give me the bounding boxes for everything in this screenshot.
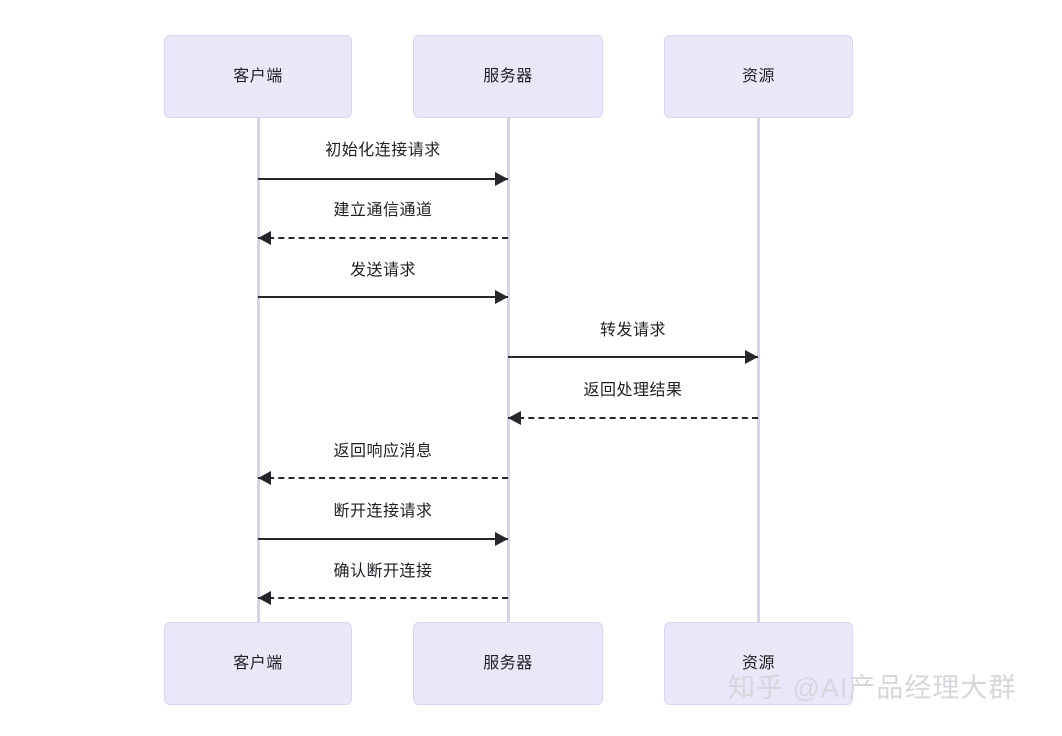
message-line-2	[258, 237, 508, 239]
message-label-3: 发送请求	[349, 262, 417, 279]
participant-label-server-bottom: 服务器	[483, 654, 533, 672]
message-line-3	[258, 296, 508, 298]
message-line-4	[508, 356, 758, 358]
arrow-head-left-8	[258, 591, 271, 605]
message-line-1	[258, 178, 508, 180]
arrow-head-left-6	[258, 471, 271, 485]
participant-box-server-bottom: 服务器	[413, 622, 603, 705]
participant-label-resource-bottom: 资源	[741, 654, 775, 672]
participant-box-client-top: 客户端	[164, 35, 352, 118]
message-line-5	[508, 417, 758, 419]
participant-label-client-top: 客户端	[233, 67, 283, 85]
watermark-text: 知乎 @AI产品经理大群	[728, 673, 1017, 703]
arrow-head-right-1	[495, 172, 508, 186]
arrow-head-right-4	[745, 350, 758, 364]
participant-box-resource-top: 资源	[664, 35, 853, 118]
message-label-1: 初始化连接请求	[325, 142, 441, 159]
arrow-head-right-7	[495, 532, 508, 546]
participant-label-client-bottom: 客户端	[233, 654, 283, 672]
lifeline-server	[507, 117, 510, 622]
lifeline-resource	[757, 117, 760, 622]
message-label-5: 返回处理结果	[583, 382, 683, 399]
participant-label-server-top: 服务器	[483, 67, 533, 85]
participant-box-server-top: 服务器	[413, 35, 603, 118]
participant-box-client-bottom: 客户端	[164, 622, 352, 705]
arrow-head-left-5	[508, 411, 521, 425]
message-line-8	[258, 597, 508, 599]
message-label-7: 断开连接请求	[333, 503, 433, 520]
message-line-6	[258, 477, 508, 479]
message-line-7	[258, 538, 508, 540]
lifeline-client	[257, 117, 260, 622]
message-label-2: 建立通信通道	[333, 202, 433, 219]
arrow-head-right-3	[495, 290, 508, 304]
arrow-head-left-2	[258, 231, 271, 245]
message-label-4: 转发请求	[599, 322, 667, 339]
participant-label-resource-top: 资源	[741, 67, 775, 85]
message-label-6: 返回响应消息	[333, 443, 433, 460]
message-label-8: 确认断开连接	[333, 563, 433, 580]
participant-box-resource-bottom: 资源	[664, 622, 853, 705]
